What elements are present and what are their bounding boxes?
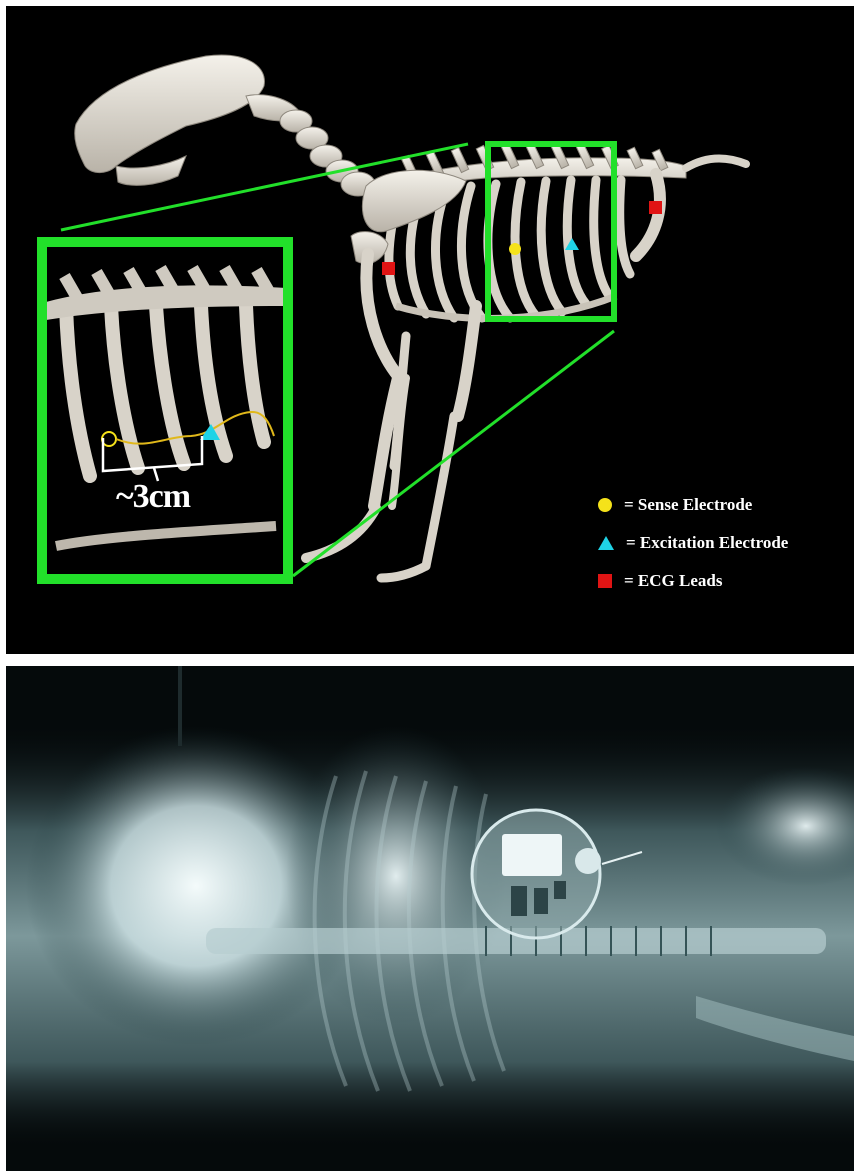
neck-vertebrae (280, 110, 375, 196)
skeleton-illustration-panel: ~3cm = Sense Electrode = Excitation Elec… (6, 6, 854, 654)
sense-electrode-marker (509, 243, 521, 255)
zoom-inset (42, 242, 288, 579)
legend-label: = Sense Electrode (624, 495, 752, 515)
xray-image-panel (6, 666, 854, 1171)
legend-item-sense: = Sense Electrode (598, 492, 854, 518)
legend-label: = ECG Leads (624, 571, 722, 591)
red-square-icon (598, 574, 612, 588)
skull (75, 55, 302, 185)
yellow-circle-icon (598, 498, 612, 512)
cyan-triangle-icon (598, 536, 614, 550)
legend-label: = Excitation Electrode (626, 533, 788, 553)
scale-label: ~3cm (116, 478, 190, 516)
tail (686, 158, 746, 168)
legend-item-ecg: = ECG Leads (598, 568, 854, 594)
ecg-lead-marker-rear (649, 201, 662, 214)
ecg-lead-marker-front (382, 262, 395, 275)
zoom-connector-bottom (293, 331, 614, 576)
xray-radiograph (6, 666, 854, 1171)
legend-item-excitation: = Excitation Electrode (598, 530, 854, 556)
legend: = Sense Electrode = Excitation Electrode… (598, 492, 854, 606)
